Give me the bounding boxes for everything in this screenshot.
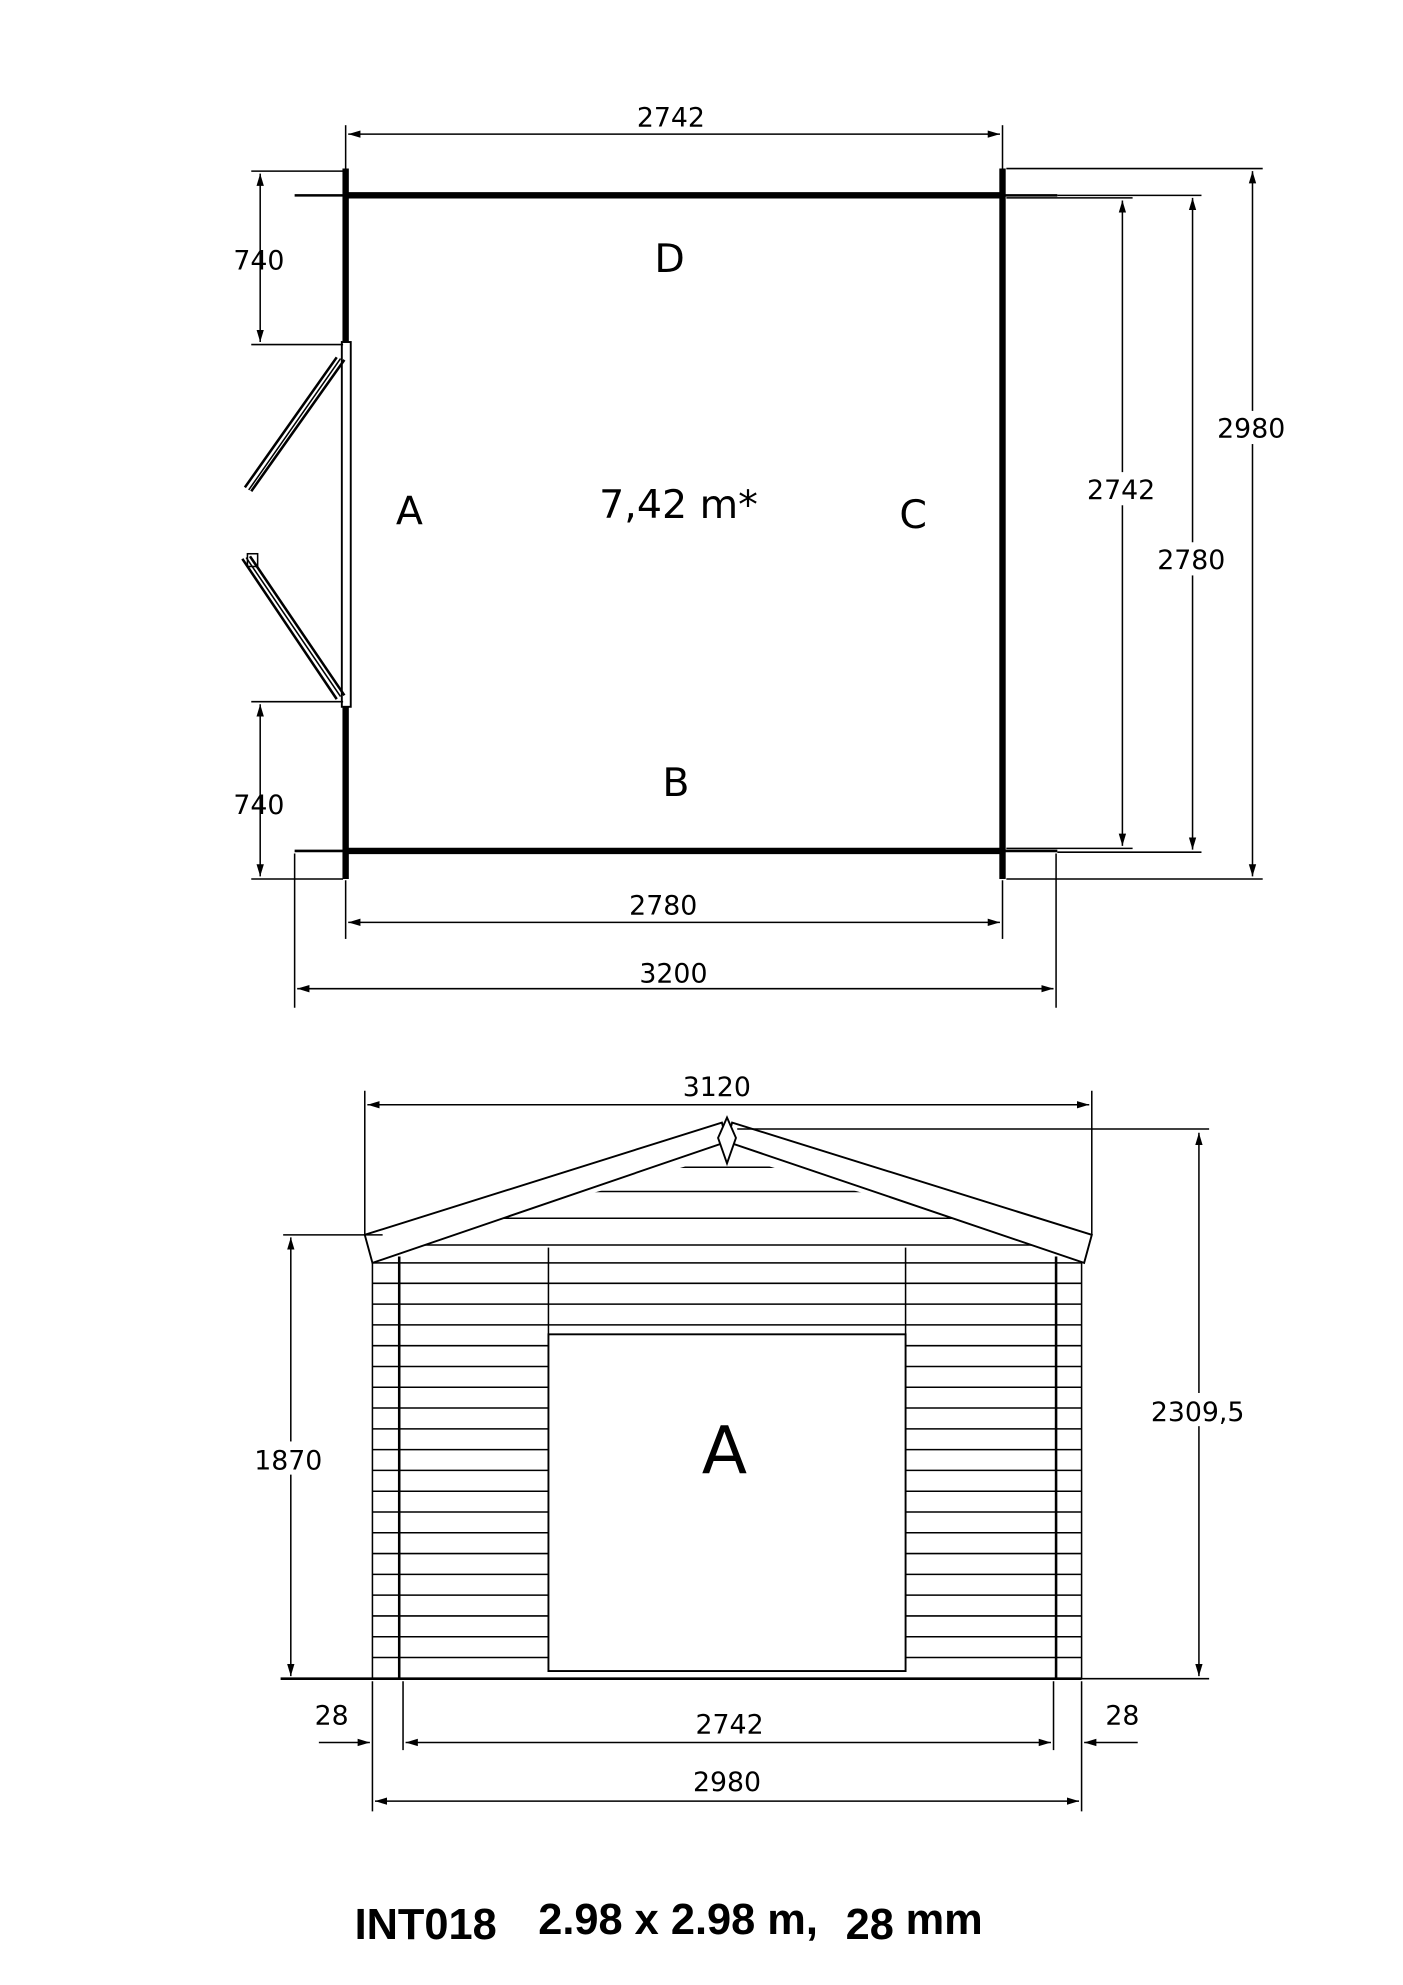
title-block: INT018 2.98 x 2.98 m, 28 mm [355,1896,983,1949]
roof-left [363,1121,729,1265]
dim-label: 2309,5 [1151,1397,1245,1428]
door-leaf-upper [243,356,346,492]
floor-area: 7,42 m* [599,482,758,528]
product-size: 2.98 x 2.98 m, [538,1896,818,1944]
door [547,1333,907,1672]
dim-label: 28 [1105,1701,1139,1732]
thickness-unit: mm [906,1896,983,1944]
dim-label: 3200 [639,958,707,989]
floor-plan: 2742 740 740 2742 2780 2980 2780 3200 D [233,102,1291,1008]
dim-label: 2742 [1087,475,1155,506]
front-elevation: 3120 2309,5 1870 28 2742 28 2980 A [249,1072,1250,1812]
dim-label: 2980 [693,1767,761,1798]
dim-label: 740 [233,245,284,276]
door-leaf-lower [241,552,346,700]
wall-label-a: A [702,1411,747,1489]
dim-label: 28 [315,1701,349,1732]
product-code: INT018 [355,1901,497,1949]
door-frame [340,341,352,708]
dim-label: 2980 [1217,414,1285,445]
wall-label-b: B [662,760,689,806]
dim-label: 2780 [629,891,697,922]
roof-right [725,1121,1093,1265]
wall-label-d: D [654,236,684,282]
wall-thickness: 28 [846,1901,894,1949]
dim-label: 2742 [695,1710,763,1741]
dim-label: 1870 [254,1446,322,1477]
dim-label: 2742 [637,102,705,133]
wall-label-c: C [899,492,927,538]
wall-label-a: A [396,488,423,534]
dim-label: 3120 [683,1072,751,1103]
dim-label: 2780 [1157,545,1225,576]
ridge-cap [717,1115,737,1167]
dim-label: 740 [233,790,284,821]
